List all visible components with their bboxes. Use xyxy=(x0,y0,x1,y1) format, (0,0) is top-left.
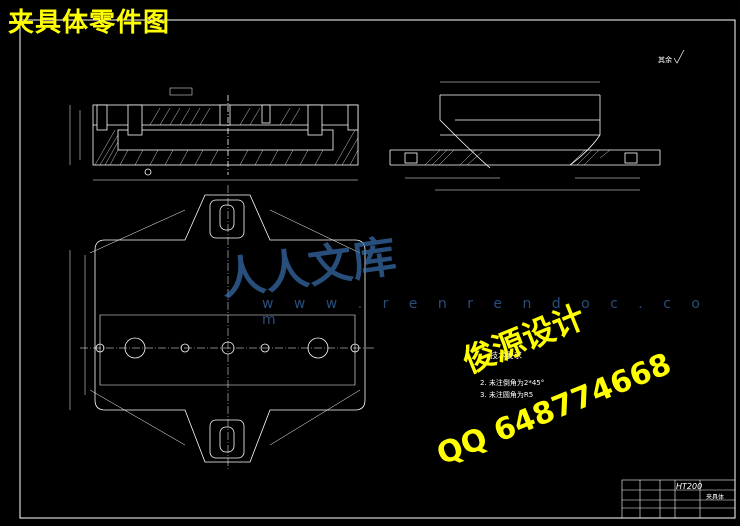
tech-note-2: 3. 未注圆角为R5 xyxy=(480,391,534,399)
tech-note-1: 2. 未注倒角为2*45° xyxy=(480,379,545,387)
title-block xyxy=(621,479,736,519)
roughness-note: 其余 xyxy=(658,56,672,64)
tech-note-heading: 技术要求 xyxy=(490,351,522,360)
roughness-symbol xyxy=(673,49,685,64)
side-view xyxy=(389,81,661,191)
title-block-part-name: 夹具体 xyxy=(706,494,725,501)
title-block-material: HT200 xyxy=(676,482,703,491)
watermark-url: w w w . r e n r e n d o c . c o m xyxy=(262,296,708,328)
drawing-frame xyxy=(19,19,736,519)
top-view xyxy=(69,185,375,470)
drawing-title: 夹具体零件图 xyxy=(8,8,171,38)
front-section-view xyxy=(69,87,359,181)
